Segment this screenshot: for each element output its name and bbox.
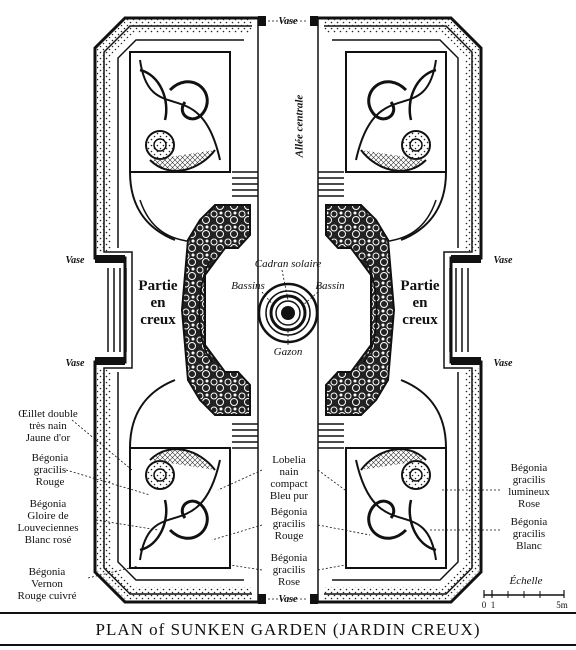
vase-bottom-marker [258,594,266,604]
left-outer-border [93,16,258,604]
vase-top-label: Vase [278,16,298,27]
plan-title: PLAN of SUNKEN GARDEN (JARDIN CREUX) [95,620,481,639]
scale-one: 1 [490,600,496,610]
bassins-label: Bassins [231,280,265,292]
vase-left-lower-label: Vase [65,358,85,369]
scale-ruler [483,590,565,598]
bassin-label: Bassin [315,280,345,292]
sundial [257,282,319,344]
vase-bottom-label: Vase [278,594,298,605]
vase-top-marker [258,16,266,26]
scale-bar: Échelle 0 1 5m [478,575,570,610]
gazon-label: Gazon [273,346,303,358]
allee-centrale-label: Allée centrale [293,94,306,158]
vase-right-upper-label: Vase [493,255,513,266]
plan-title-bar: PLAN of SUNKEN GARDEN (JARDIN CREUX) [0,612,576,646]
cadran-solaire-label: Cadran solaire [254,258,322,270]
right-half [318,16,483,604]
left-lower-parterre [129,447,231,569]
scale-zero: 0 [481,600,487,610]
vase-right-lower-label: Vase [493,358,513,369]
scale-five: 5m [556,600,568,610]
vase-left-upper-label: Vase [65,255,85,266]
left-half [93,16,258,604]
echelle-label: Échelle [509,575,543,587]
left-rock-border [180,204,251,416]
left-upper-parterre [129,51,231,173]
